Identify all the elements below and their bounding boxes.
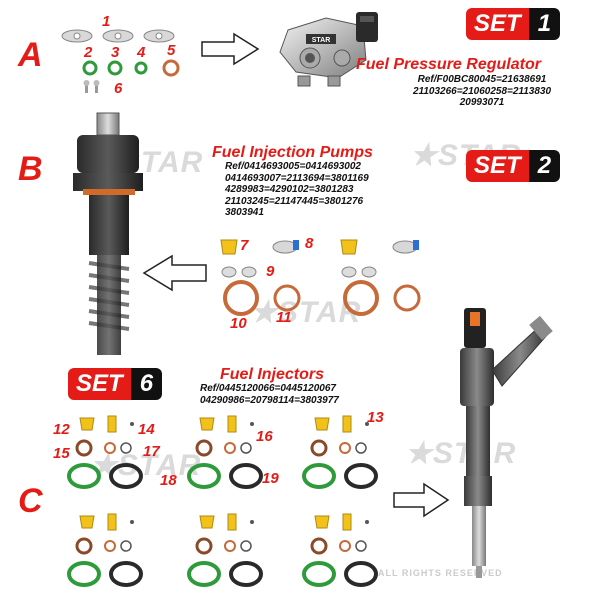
part-number-8: 8	[305, 235, 314, 252]
outline-arrow-right-icon	[201, 32, 260, 66]
screws	[83, 80, 100, 93]
part-number-10: 10	[230, 315, 247, 332]
outline-arrow-left-icon	[142, 254, 207, 292]
set-badge-1: SET 1	[466, 8, 561, 40]
washer-plate-3	[143, 29, 175, 43]
part-number-11: 11	[276, 309, 292, 326]
washer-plate-2	[102, 29, 134, 43]
set-badge-2: SET 2	[466, 150, 561, 182]
injector-kit	[187, 512, 263, 587]
injector-kit	[67, 414, 143, 489]
part-number-16: 16	[256, 428, 273, 445]
washer-plate-1	[61, 29, 93, 43]
fuel-pressure-regulator-image: STAR	[279, 12, 378, 87]
parts-set-b	[220, 239, 421, 316]
part-number-3: 3	[111, 44, 120, 61]
refs-fuel-injectors: Ref/0445120066=0445120067 04290986=20798…	[200, 383, 339, 406]
green-oring-small	[82, 60, 98, 76]
title-fuel-pressure-regulator: Fuel Pressure Regulator	[356, 56, 541, 73]
logo-star-badge: STAR	[312, 37, 331, 44]
copper-seal	[162, 59, 180, 77]
part-number-2: 2	[84, 44, 93, 61]
pump-kit-right	[340, 239, 421, 316]
fuel-injection-pump-image	[73, 112, 143, 355]
injector-kit	[302, 512, 378, 587]
part-number-17: 17	[143, 443, 160, 460]
parts-set-c	[67, 414, 378, 587]
part-number-7: 7	[240, 237, 249, 254]
part-number-9: 9	[266, 263, 275, 280]
pump-kit-left	[220, 239, 301, 316]
injector-kit	[187, 414, 263, 489]
part-number-19: 19	[262, 470, 279, 487]
part-number-4: 4	[137, 44, 146, 61]
set-badge-6: SET 6	[68, 368, 163, 400]
part-number-14: 14	[138, 421, 155, 438]
section-letter-b: B	[18, 150, 43, 188]
section-letter-a: A	[18, 36, 43, 74]
part-number-13: 13	[367, 409, 384, 426]
part-number-1: 1	[102, 13, 111, 30]
green-oring-small	[134, 61, 148, 75]
fuel-injector-image	[460, 308, 553, 578]
part-number-5: 5	[167, 42, 176, 59]
green-oring-small	[107, 60, 123, 76]
outline-arrow-right-icon	[393, 482, 450, 518]
copyright-watermark: ALL RIGHTS RESERVED	[378, 568, 503, 578]
injector-kit	[67, 512, 143, 587]
part-number-6: 6	[114, 80, 123, 97]
part-number-12: 12	[53, 421, 70, 438]
title-fuel-injection-pumps: Fuel Injection Pumps	[212, 144, 373, 161]
refs-fuel-pressure-regulator: Ref/F00BC80045=21638691 21103266=2106025…	[412, 74, 552, 108]
watermark-star-3: ★STAR	[250, 296, 362, 329]
parts-set-a	[61, 29, 180, 93]
section-letter-c: C	[18, 482, 43, 520]
title-fuel-injectors: Fuel Injectors	[220, 366, 325, 383]
injector-kit	[302, 414, 378, 489]
part-number-15: 15	[53, 445, 70, 462]
part-number-18: 18	[160, 472, 177, 489]
refs-fuel-injection-pumps: Ref/0414693005=0414693002 0414693007=211…	[225, 161, 369, 218]
